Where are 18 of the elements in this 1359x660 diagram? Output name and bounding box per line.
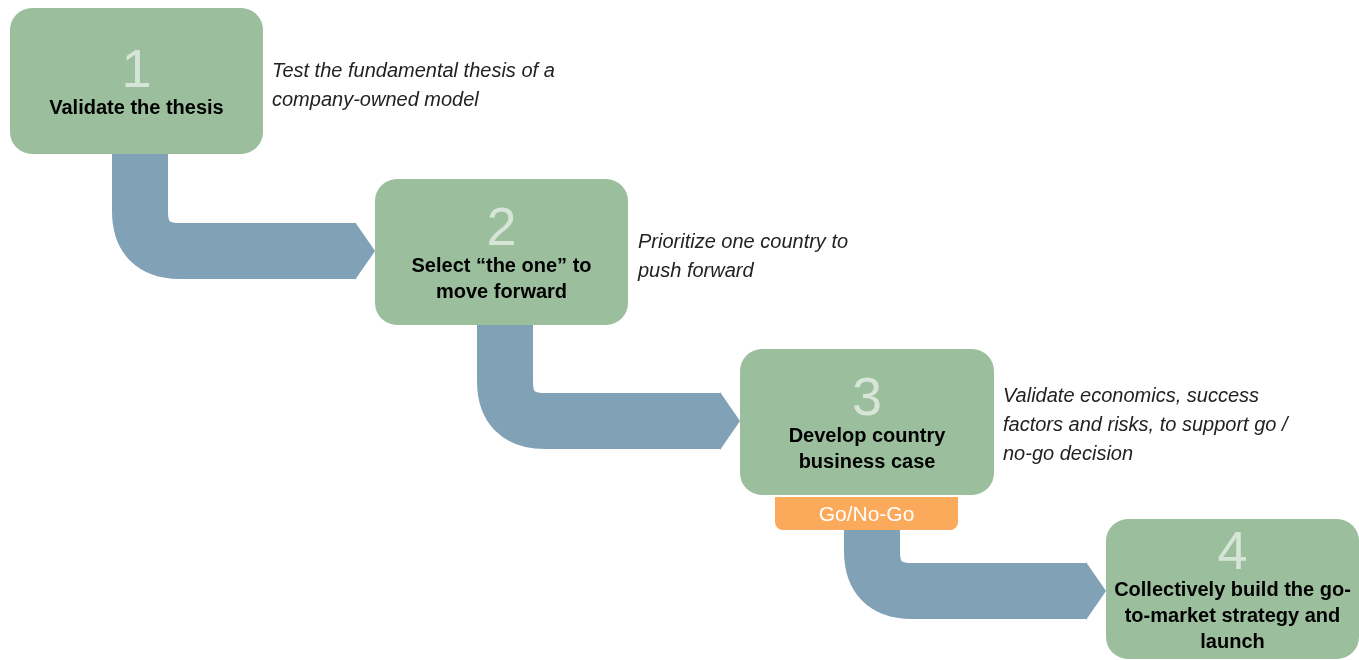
step-box <box>1106 519 1359 659</box>
flow-arrow <box>112 152 375 280</box>
step-number: 2 <box>486 200 517 252</box>
step-number: 3 <box>851 370 882 422</box>
step-number: 4 <box>1217 524 1248 576</box>
step-description: Validate economics, success factors and risks, to support go / no-go decision <box>1003 383 1290 466</box>
decision-tab: Go/No-Go <box>775 497 958 530</box>
step-box <box>10 8 263 154</box>
step-title: Select “the one” to move forward <box>410 253 593 304</box>
step-title: Develop country business case <box>787 423 947 474</box>
step-box <box>740 349 994 495</box>
step-description: Test the fundamental thesis of a company-owned model <box>272 58 556 112</box>
step-number: 1 <box>121 42 152 94</box>
step-description: Prioritize one country to push forward <box>638 229 850 283</box>
step-box <box>375 179 628 325</box>
flow-arrow <box>477 323 740 450</box>
step-title: Collectively build the go-to-market strategy and launch <box>1113 577 1352 654</box>
step-title: Validate the thesis <box>48 95 225 120</box>
